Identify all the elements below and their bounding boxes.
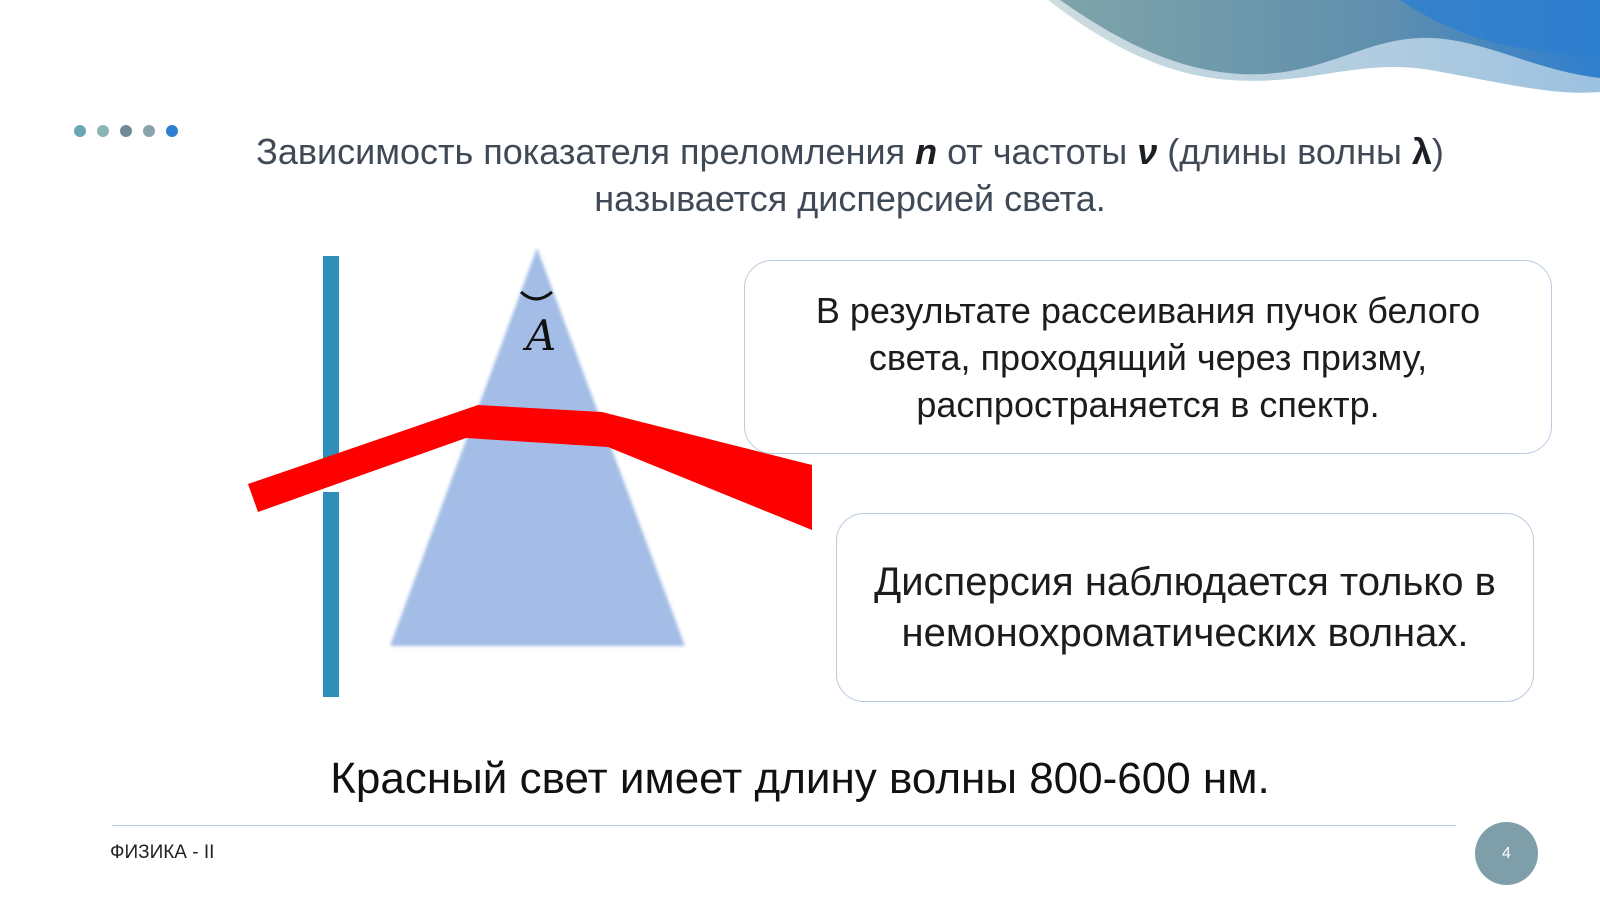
title-part1: Зависимость показателя преломления	[256, 131, 916, 172]
title-part4: ) называется дисперсией света.	[594, 131, 1444, 219]
apex-label: A	[522, 311, 556, 360]
title-part2: от частоты	[937, 131, 1138, 172]
page-number: 4	[1475, 822, 1538, 885]
footer-divider	[112, 825, 1456, 826]
prism-diagram: A	[248, 248, 812, 697]
red-beam	[248, 405, 812, 530]
title-part3: (длины волны	[1157, 131, 1412, 172]
lambda-symbol: λ	[1411, 131, 1432, 172]
screen-lower	[323, 492, 339, 697]
dot	[166, 125, 178, 137]
apex-angle-arc	[519, 290, 553, 301]
footer-course: ФИЗИКА - II	[110, 842, 215, 863]
dot	[74, 125, 86, 137]
dispersion-info-box: Дисперсия наблюдается только в немонохро…	[836, 513, 1534, 702]
dot	[97, 125, 109, 137]
wave-decoration	[1048, 0, 1600, 93]
dot	[143, 125, 155, 137]
red-light-statement: Красный свет имеет длину волны 800-600 н…	[330, 754, 1270, 803]
nu-symbol: ν	[1137, 131, 1158, 172]
n-symbol: n	[915, 131, 938, 172]
prism	[390, 248, 685, 646]
screen-upper	[323, 256, 339, 462]
dot	[120, 125, 132, 137]
scattering-text: В результате рассеивания пучок белого св…	[815, 289, 1481, 425]
dots-decoration	[74, 125, 178, 137]
scattering-info-box: В результате рассеивания пучок белого св…	[744, 260, 1552, 454]
dispersion-text: Дисперсия наблюдается только в немонохро…	[874, 559, 1496, 655]
slide-title: Зависимость показателя преломления n от …	[200, 128, 1500, 222]
